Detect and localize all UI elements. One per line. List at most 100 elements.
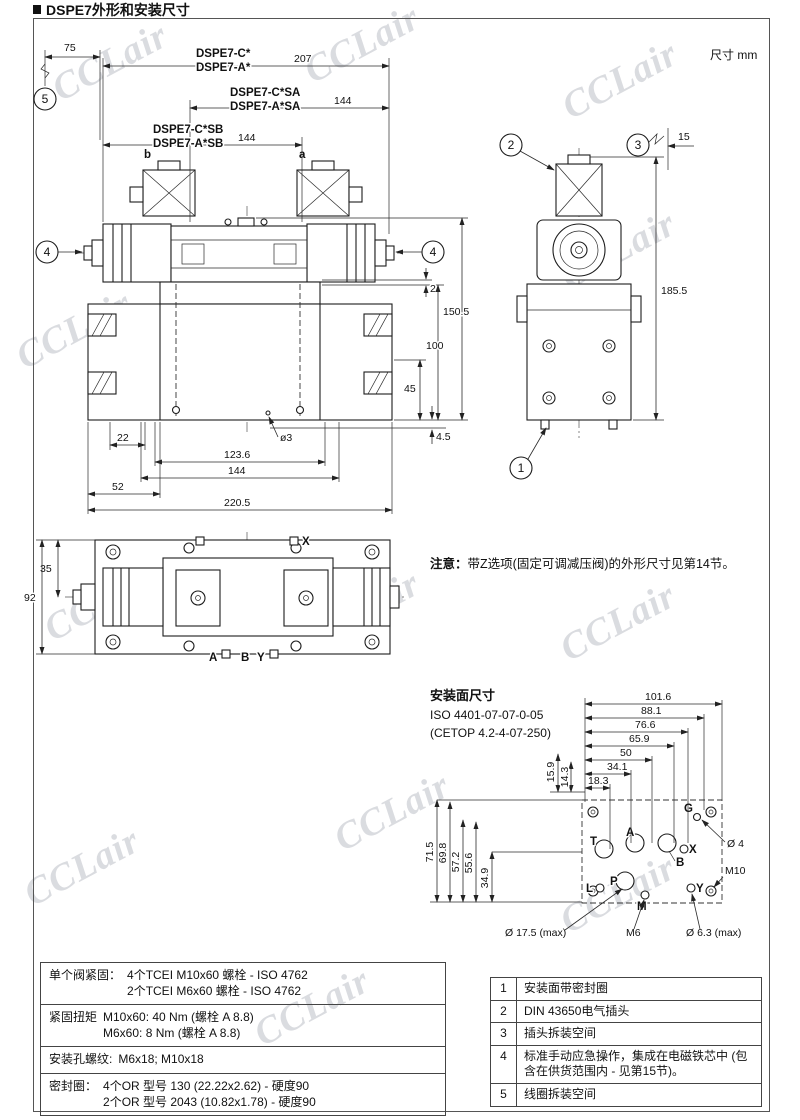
fastening-row: 密封圈： 4个OR 型号 130 (22.22x2.62) - 硬度90 2个O… bbox=[41, 1074, 445, 1115]
fastening-line: M6x18; M10x18 bbox=[118, 1052, 204, 1067]
balloon-3: 3 bbox=[626, 132, 665, 157]
dim-92: 92 bbox=[24, 592, 36, 604]
fastening-table: 单个阀紧固： 4个TCEI M10x60 螺栓 - ISO 4762 2个TCE… bbox=[40, 962, 446, 1117]
legend-text: DIN 43650电气插头 bbox=[524, 1003, 630, 1018]
port-label-b: B bbox=[676, 857, 684, 869]
fastening-row-label: 安装孔螺纹: bbox=[49, 1052, 113, 1067]
solenoid-b-label: b bbox=[144, 149, 151, 161]
legend-number: 3 bbox=[491, 1023, 517, 1045]
port-label-p: P bbox=[610, 876, 618, 888]
dim-45: 45 bbox=[404, 383, 416, 395]
dim-15-9: 15.9 bbox=[545, 762, 557, 783]
port-label-x: X bbox=[302, 536, 310, 548]
dim-76-6: 76.6 bbox=[635, 719, 656, 731]
dim-101-6: 101.6 bbox=[645, 691, 671, 703]
annotation-m10: M10 bbox=[725, 865, 746, 877]
note: 注意：带Z选项(固定可调减压阀)的外形尺寸见第14节。 bbox=[430, 556, 768, 572]
fastening-line: 4个OR 型号 130 (22.22x2.62) - 硬度90 bbox=[103, 1078, 310, 1093]
legend-row: 5 线圈拆装空间 bbox=[491, 1083, 761, 1106]
svg-text:5: 5 bbox=[42, 92, 49, 106]
legend-row: 3 插头拆装空间 bbox=[491, 1023, 761, 1046]
model-label-c: DSPE7-C* bbox=[196, 48, 251, 60]
dim-52: 52 bbox=[112, 481, 124, 493]
port-label-t: T bbox=[590, 836, 597, 848]
legend-number: 1 bbox=[491, 978, 517, 1000]
model-label-csa: DSPE7-C*SA bbox=[230, 87, 300, 99]
dim-144-sb: 144 bbox=[238, 132, 256, 144]
fastening-row-label: 单个阀紧固： bbox=[49, 968, 122, 982]
svg-text:1: 1 bbox=[518, 461, 525, 475]
model-label-a: DSPE7-A* bbox=[196, 62, 251, 74]
dim-34-1: 34.1 bbox=[607, 761, 628, 773]
balloon-1: 1 bbox=[509, 427, 547, 480]
balloon-4-right: 4 bbox=[395, 240, 445, 264]
dim-185-5: 185.5 bbox=[661, 285, 687, 297]
legend-row: 4 标准手动应急操作，集成在电磁铁芯中 (包含在供货范围内 - 见第15节)。 bbox=[491, 1045, 761, 1084]
svg-text:4: 4 bbox=[44, 245, 51, 259]
balloon-2: 2 bbox=[499, 133, 555, 171]
dim-22: 22 bbox=[117, 432, 129, 444]
dim-dia3: ø3 bbox=[280, 432, 292, 444]
dim-34-9: 34.9 bbox=[479, 868, 491, 889]
annotation-m6: M6 bbox=[626, 927, 641, 939]
legend-number: 5 bbox=[491, 1083, 517, 1106]
port-label-a: A bbox=[626, 827, 634, 839]
fastening-row: 紧固扭矩 M10x60: 40 Nm (螺栓 A 8.8) M6x60: 8 N… bbox=[41, 1005, 445, 1048]
note-text: 带Z选项(固定可调减压阀)的外形尺寸见第14节。 bbox=[467, 557, 735, 571]
port-label-a: A bbox=[209, 652, 217, 664]
port-label-b: B bbox=[241, 652, 249, 664]
svg-text:4: 4 bbox=[430, 245, 437, 259]
dim-4-5: 4.5 bbox=[436, 431, 451, 443]
annotation-dia4: Ø 4 bbox=[727, 838, 744, 850]
legend-text: 标准手动应急操作，集成在电磁铁芯中 (包含在供货范围内 - 见第15节)。 bbox=[524, 1048, 748, 1079]
mounting-cetop: (CETOP 4.2-4-07-250) bbox=[430, 725, 551, 740]
dim-100: 100 bbox=[426, 340, 444, 352]
dim-55-6: 55.6 bbox=[463, 853, 475, 874]
port-label-l: L bbox=[586, 883, 593, 895]
fastening-line: M10x60: 40 Nm (螺栓 A 8.8) bbox=[103, 1010, 254, 1025]
dim-150-5: 150.5 bbox=[443, 306, 469, 318]
dim-207: 207 bbox=[294, 53, 312, 65]
fastening-line: 4个TCEI M10x60 螺栓 - ISO 4762 bbox=[127, 968, 308, 982]
dim-69-8: 69.8 bbox=[437, 843, 449, 864]
annotation-dia6-3: Ø 6.3 (max) bbox=[686, 927, 741, 939]
dim-65-9: 65.9 bbox=[629, 733, 650, 745]
fastening-line: M6x60: 8 Nm (螺栓 A 8.8) bbox=[103, 1025, 241, 1040]
top-view: X A B Y 35 92 bbox=[23, 532, 405, 666]
svg-text:2: 2 bbox=[508, 138, 515, 152]
dim-18-3: 18.3 bbox=[588, 775, 609, 787]
model-label-csb: DSPE7-C*SB bbox=[153, 124, 223, 136]
mounting-heading: 安装面尺寸 ISO 4401-07-07-0-05 (CETOP 4.2-4-0… bbox=[430, 686, 551, 742]
dim-2: 2 bbox=[430, 283, 436, 295]
balloon-5: 5 bbox=[33, 87, 57, 111]
legend-text: 插头拆装空间 bbox=[524, 1026, 597, 1041]
legend-number: 2 bbox=[491, 1000, 517, 1023]
dim-14-3: 14.3 bbox=[559, 767, 571, 788]
solenoid-a-label: a bbox=[299, 149, 306, 161]
dim-144-bottom: 144 bbox=[228, 465, 246, 477]
legend-table: 1 安装面带密封圈 2 DIN 43650电气插头 3 插头拆装空间 4 标准手… bbox=[490, 977, 762, 1107]
fastening-row-label: 紧固扭矩 bbox=[49, 1010, 98, 1025]
svg-text:3: 3 bbox=[635, 138, 642, 152]
mounting-iso: ISO 4401-07-07-0-05 bbox=[430, 707, 544, 722]
dim-50: 50 bbox=[620, 747, 632, 759]
port-label-y: Y bbox=[257, 652, 265, 664]
dim-15: 15 bbox=[678, 131, 690, 143]
mounting-pattern: G T A B P X Y L M 101.6 88.1 76.6 65.9 bbox=[423, 690, 748, 941]
fastening-row-label: 密封圈： bbox=[49, 1078, 98, 1093]
model-label-asa: DSPE7-A*SA bbox=[230, 101, 300, 113]
dim-88-1: 88.1 bbox=[641, 705, 662, 717]
legend-text: 线圈拆装空间 bbox=[524, 1086, 597, 1101]
port-label-x: X bbox=[689, 844, 697, 856]
fastening-row: 单个阀紧固： 4个TCEI M10x60 螺栓 - ISO 4762 2个TCE… bbox=[41, 963, 445, 1006]
fastening-line: 2个TCEI M6x60 螺栓 - ISO 4762 bbox=[127, 983, 302, 998]
model-label-asb: DSPE7-A*SB bbox=[153, 138, 223, 150]
dim-57-2: 57.2 bbox=[450, 852, 462, 873]
dim-75: 75 bbox=[64, 42, 76, 54]
dim-123-6: 123.6 bbox=[224, 449, 250, 461]
title-bullet-icon bbox=[33, 5, 41, 14]
note-label: 注意： bbox=[430, 557, 468, 571]
legend-text: 安装面带密封圈 bbox=[524, 981, 609, 995]
